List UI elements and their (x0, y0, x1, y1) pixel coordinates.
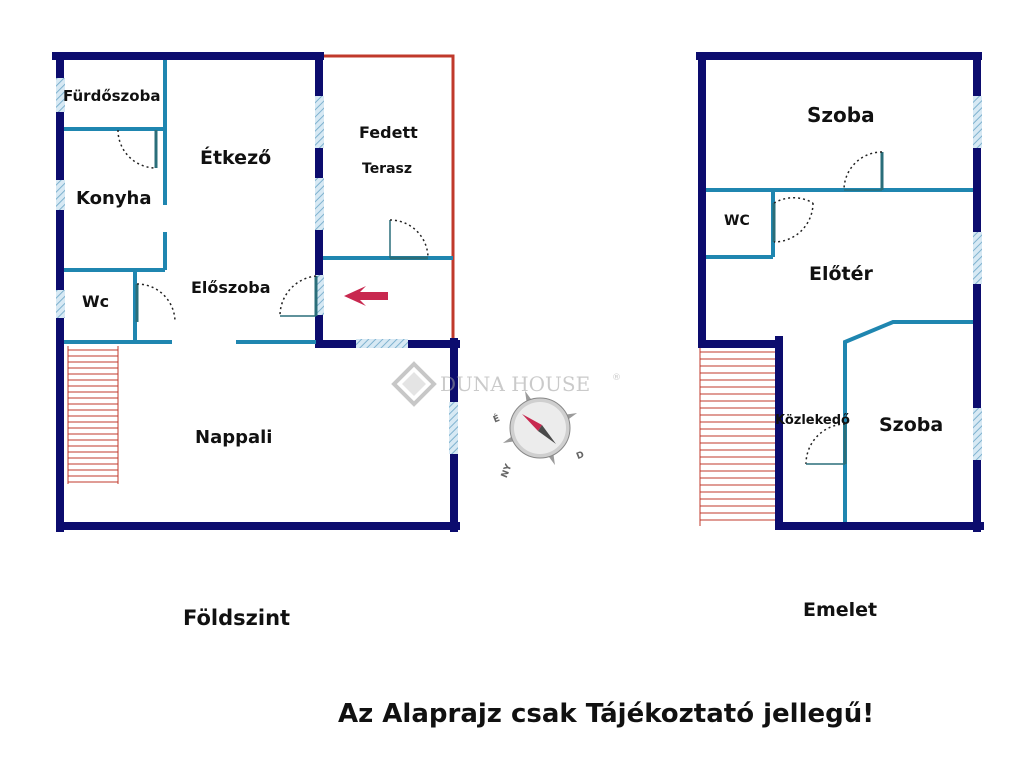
ground-outer-wall-step (315, 52, 460, 348)
door-room-top (843, 151, 884, 191)
upper-floor-title: Emelet (803, 599, 878, 621)
watermark: DUNA HOUSE ® (391, 361, 621, 407)
disclaimer-text: Az Alaprajz csak Tájékoztató jellegű! (338, 699, 875, 729)
label-terasz: Terasz (362, 161, 412, 177)
label-wc-upper: WC (724, 213, 750, 229)
door-wc-upper (772, 197, 814, 243)
door-entrance (279, 275, 318, 317)
window-room-bottom (973, 408, 982, 460)
label-fedett: Fedett (359, 123, 418, 142)
compass-icon: É NY D (491, 390, 586, 480)
upper-outer-wall-left (698, 52, 783, 348)
watermark-brand: DUNA HOUSE (440, 372, 590, 396)
window-dining-1 (315, 96, 324, 148)
watermark-registered: ® (612, 373, 621, 383)
window-terrace-bottom (356, 339, 408, 348)
entrance-arrow (344, 286, 388, 306)
upper-room-labels: Szoba WC Előtér Közlekedő Szoba (724, 103, 943, 436)
label-kozlekedo: Közlekedő (775, 413, 850, 428)
label-eloter: Előtér (809, 263, 874, 285)
label-nappali: Nappali (195, 427, 272, 448)
upper-outer-wall-bottom (775, 336, 984, 530)
door-room-bottom (805, 423, 847, 465)
label-szoba-top: Szoba (807, 103, 875, 127)
window-kitchen (56, 180, 65, 210)
compass-south: D (575, 450, 586, 462)
label-etkezo: Étkező (200, 146, 271, 169)
label-eloszoba: Előszoba (191, 278, 270, 297)
ground-room-labels: Fürdőszoba Étkező Fedett Terasz Konyha W… (63, 87, 418, 448)
upper-floor-plan (696, 52, 984, 532)
door-wc (135, 283, 176, 323)
window-bath (56, 78, 65, 112)
ground-stairs (67, 346, 119, 484)
terrace-outline (320, 54, 455, 340)
watermark-logo-icon (391, 361, 437, 407)
compass-north: É (491, 412, 501, 425)
label-konyha: Konyha (76, 188, 152, 209)
upper-stairs (699, 348, 775, 526)
door-terrace (389, 219, 429, 260)
window-entrance (315, 275, 324, 315)
window-living-right (449, 402, 458, 454)
label-furdoszoba: Fürdőszoba (63, 87, 160, 105)
compass-west: NY (500, 462, 515, 479)
window-hall-upper (973, 232, 982, 284)
label-wc: Wc (82, 292, 109, 311)
window-wc (56, 290, 65, 318)
window-dining-2 (315, 178, 324, 230)
ground-floor-title: Földszint (183, 606, 291, 630)
door-bathroom (117, 129, 158, 169)
label-szoba-bottom: Szoba (879, 414, 943, 436)
window-room-top (973, 96, 982, 148)
ground-floor-plan (52, 52, 460, 532)
